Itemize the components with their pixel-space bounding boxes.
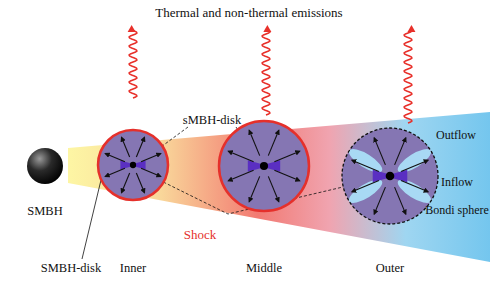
emission-wave [404, 30, 412, 123]
emission-wave [129, 30, 137, 98]
inner-region-circle: Inner [98, 130, 168, 200]
wave-arrowhead [263, 25, 271, 32]
smbh-sphere: SMBH [27, 148, 63, 184]
emission-wave [262, 30, 270, 115]
leader-line [82, 180, 101, 259]
outer-region-circle: Outer [342, 128, 438, 224]
smbh-disk-label: SMBH-disk [41, 261, 101, 275]
region-label: Inner [120, 261, 146, 275]
region-label: SMBH [27, 204, 62, 218]
shock-label: Shock [184, 228, 217, 243]
smbh-disk-band [68, 112, 490, 262]
inflow-label: Inflow [441, 176, 473, 190]
region-shape [219, 121, 309, 211]
bondi-sphere-label: Bondi sphere [425, 204, 489, 218]
outflow-label: Outflow [436, 129, 476, 143]
wave-arrowhead [407, 25, 415, 32]
region-label: Outer [376, 261, 404, 275]
region-label: Middle [246, 261, 282, 275]
wave-arrowhead [128, 25, 136, 32]
region-shape [27, 148, 63, 184]
emission-waves [128, 25, 416, 123]
region-shape [342, 128, 438, 224]
smbh-disk-small-label: sMBH-disk [183, 113, 241, 127]
middle-region-circle: Middle [219, 121, 309, 211]
region-shape [98, 130, 168, 200]
emission-caption: Thermal and non-thermal emissions [155, 6, 342, 21]
